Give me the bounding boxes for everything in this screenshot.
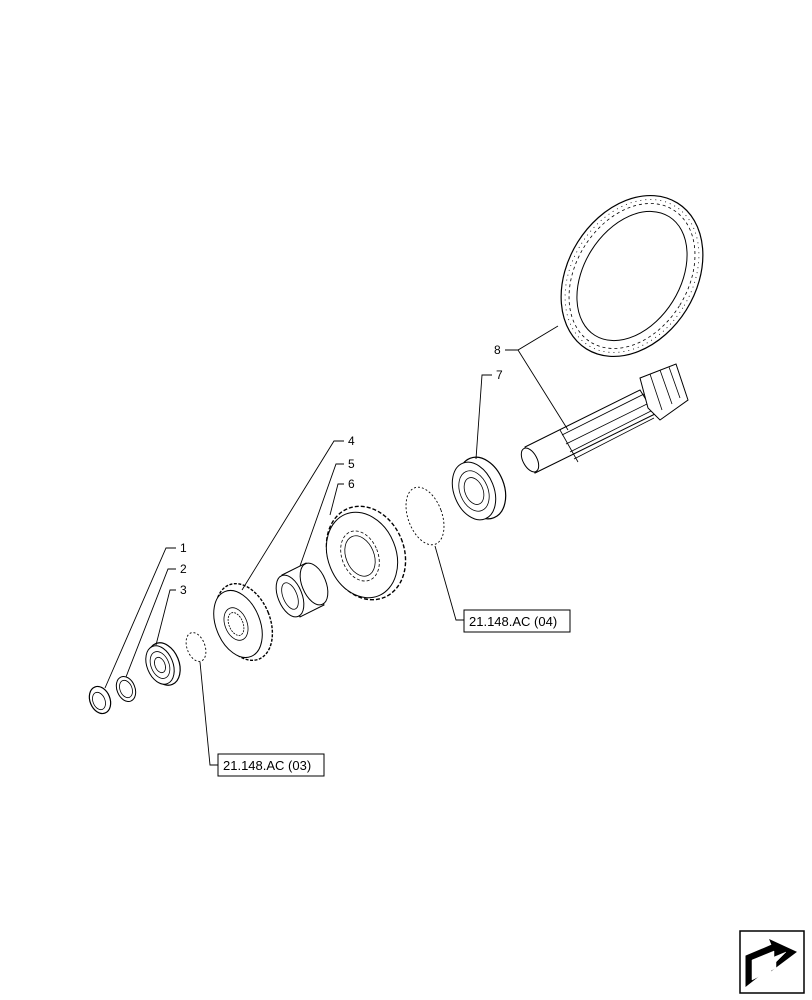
callout-labels: 1 2 3 4 5 6 7 8 — [180, 343, 503, 597]
callout-1: 1 — [180, 541, 187, 555]
reference-text-04[interactable]: 21.148.AC (04) — [469, 614, 557, 629]
snap-ring-04 — [405, 486, 445, 546]
part-1-nut — [88, 685, 112, 715]
callout-6: 6 — [348, 477, 355, 491]
part-8-pinion-shaft — [520, 363, 689, 474]
part-5-sleeve — [275, 562, 329, 618]
reference-text-03[interactable]: 21.148.AC (03) — [223, 758, 311, 773]
part-2-washer — [115, 675, 137, 703]
reference-box-03[interactable]: 21.148.AC (03) — [217, 753, 325, 777]
callout-2: 2 — [180, 562, 187, 576]
part-6-gear — [325, 505, 407, 601]
callout-4: 4 — [348, 434, 355, 448]
part-8-ring-gear — [560, 194, 704, 358]
reference-box-04[interactable]: 21.148.AC (04) — [463, 609, 571, 633]
callout-3: 3 — [180, 583, 187, 597]
callout-5: 5 — [348, 457, 355, 471]
callout-8: 8 — [494, 343, 501, 357]
part-3-bearing — [145, 642, 181, 686]
leader-lines — [104, 325, 569, 766]
callout-7: 7 — [496, 368, 503, 382]
next-page-arrow-icon[interactable] — [739, 930, 805, 994]
snap-ring-03 — [185, 632, 207, 662]
part-7-bearing — [451, 456, 507, 521]
part-4-gear — [213, 582, 274, 662]
